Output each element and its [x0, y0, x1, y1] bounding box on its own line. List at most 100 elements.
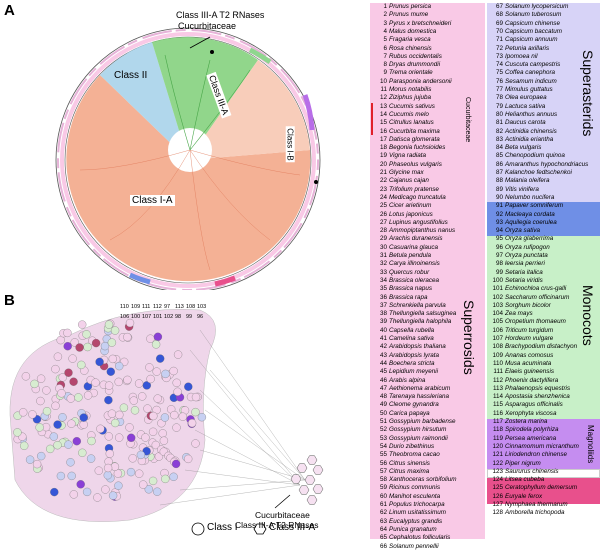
species-number: 14: [379, 110, 387, 118]
class-ii-clade: [100, 42, 188, 160]
species-name: Arabis alpina: [389, 376, 426, 384]
species-name: Thellungiella salsuginea: [389, 310, 457, 318]
class-i-node: [91, 378, 100, 387]
species-name: Spirodela polyrhiza: [505, 426, 559, 434]
class-i-node: [130, 406, 140, 415]
class-i-node: [87, 436, 96, 446]
species-name: Ananas comosus: [505, 351, 554, 359]
species-name: Aethionema arabicum: [389, 384, 451, 392]
class-iiia-t2-label: Class III-A T2 RNases: [176, 10, 265, 20]
species-number: 27: [379, 218, 387, 226]
species-number: 78: [495, 94, 503, 102]
species-number: 20: [379, 160, 387, 168]
species-number: 36: [379, 293, 387, 301]
species-number: 113: [492, 384, 503, 392]
class-iiia-node: [290, 474, 302, 484]
species-name: Setaria viridis: [505, 276, 543, 284]
species-number: 56: [379, 459, 387, 467]
species-number: 63: [379, 517, 387, 525]
species-name: Oryza punctata: [505, 252, 548, 259]
species-number: 41: [379, 335, 387, 342]
species-number: 127: [492, 501, 503, 508]
class-i-node: [30, 379, 39, 389]
species-name: Cucumis melo: [389, 110, 429, 118]
species-name: Eucalyptus grandis: [389, 517, 443, 525]
class-i-node: [111, 418, 120, 428]
magnoliids-bg: [487, 419, 600, 469]
species-number: 59: [379, 484, 387, 492]
species-number: 54: [379, 442, 387, 450]
class-i-node: [95, 357, 104, 367]
annotation-class: Class III-A T2 RNases: [235, 520, 319, 530]
class-i-node: [129, 396, 138, 405]
species-name: Brassica napus: [389, 285, 433, 293]
species-name: Tarenaya hassleriana: [389, 393, 449, 401]
species-number: 2: [383, 11, 387, 19]
class-i-node: [101, 485, 110, 494]
species-name: Coffea canephora: [505, 69, 556, 77]
species-name: Amaranthus hypochondriacus: [505, 160, 589, 168]
node-number-label: 112: [153, 304, 162, 310]
class-i-node: [170, 410, 179, 420]
node-number-label: 108: [186, 304, 195, 310]
taxa-ring-outer: [57, 29, 319, 290]
class-ii-label: Class II: [114, 70, 148, 81]
legend-class-iiia: Class III-A: [269, 522, 316, 533]
species-name: Zea mays: [505, 310, 533, 318]
class-i-node: [151, 340, 161, 349]
species-name: Glycine max: [389, 169, 424, 176]
species-name: Cleome gynandra: [389, 401, 439, 409]
species-name: Gossypium hirsutum: [389, 426, 447, 434]
species-name: Helianthus annuus: [505, 110, 558, 118]
species-number: 80: [495, 110, 503, 118]
species-number: 61: [379, 501, 387, 508]
class-i-node: [148, 476, 158, 486]
species-number: 116: [492, 409, 503, 417]
magnoliid-segment: [302, 94, 315, 131]
class-i-node: [94, 466, 103, 475]
class-i-node: [141, 433, 150, 442]
species-name: Parasponia andersonii: [389, 77, 452, 85]
class-i-node: [69, 490, 78, 499]
class-i-node: [191, 392, 201, 402]
node-dot: [210, 50, 214, 54]
species-number: 84: [495, 144, 503, 152]
class-i-node: [46, 444, 55, 454]
species-name: Petunia axillaris: [505, 44, 550, 52]
species-number: 96: [495, 243, 503, 251]
species-name: Linum usitatissimum: [389, 509, 447, 517]
node-number-label: 98: [175, 314, 181, 320]
species-number: 38: [379, 310, 387, 318]
species-name: Asparagus officinalis: [505, 401, 563, 409]
species-number: 11: [380, 86, 387, 93]
species-number: 72: [495, 44, 503, 52]
species-number: 128: [492, 509, 503, 517]
class-i-node: [153, 332, 163, 341]
species-number: 86: [495, 160, 503, 168]
class-i-node: [125, 318, 135, 328]
class-iiia-node: [312, 484, 324, 494]
class-i-node: [115, 361, 124, 371]
species-name: Brassica rapa: [389, 293, 428, 301]
species-name: Phaseolus vulgaris: [389, 160, 442, 168]
species-number: 4: [383, 27, 387, 35]
species-name: Cinnamomum micranthum: [505, 442, 579, 450]
node-number-label: 96: [197, 314, 203, 320]
class-iiia-node: [298, 485, 310, 495]
class-iiia-node: [312, 465, 324, 475]
